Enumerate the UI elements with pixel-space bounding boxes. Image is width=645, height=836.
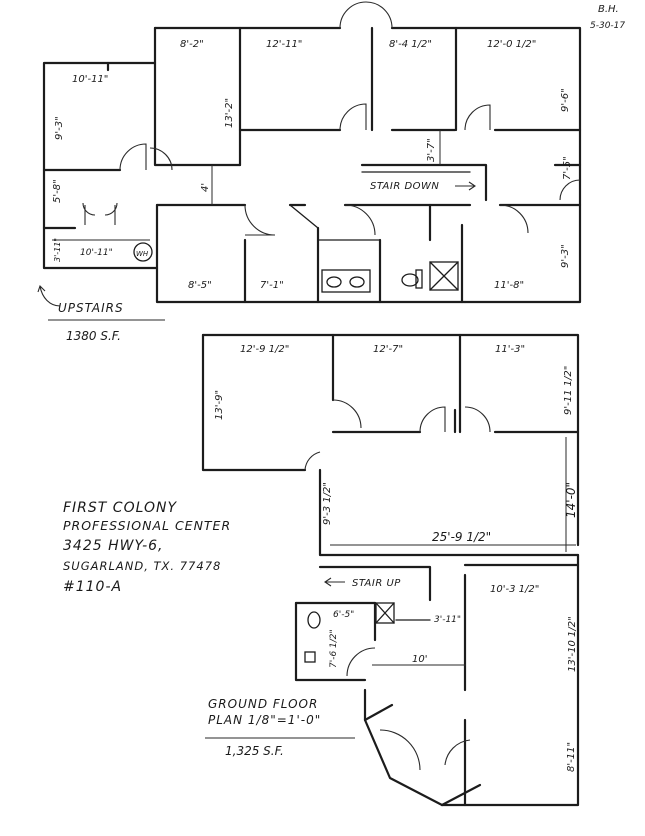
door-swing (346, 647, 376, 677)
door-swing (419, 406, 446, 433)
door-swing (304, 451, 321, 471)
dim-text: 7'-5" (562, 156, 573, 180)
toilet-icon (307, 611, 321, 629)
wall (318, 468, 580, 557)
toilet-tank (415, 269, 423, 289)
plan-label-line1: GROUND FLOOR (208, 697, 318, 711)
address-line: FIRST COLONY (63, 500, 177, 516)
water-heater-symbol (133, 242, 153, 262)
address-line: PROFESSIONAL CENTER (63, 518, 231, 533)
dim-text: 10'-11" (80, 248, 113, 258)
dim-text: 9'-3" (54, 116, 65, 140)
stair-wall (318, 565, 432, 602)
dim-text: 5'-8" (52, 179, 63, 203)
plan-label-line2: PLAN 1/8"=1'-0" (208, 713, 321, 727)
dim-text: 3'-7" (426, 138, 437, 162)
dim-text: 10'-3 1/2" (490, 584, 539, 595)
dim-text: 10' (412, 654, 427, 665)
wall (155, 203, 467, 304)
door-swing (464, 104, 491, 131)
water-heater-label: WH (136, 250, 149, 258)
door-swing (119, 143, 147, 171)
dim-text: 12'-7" (373, 344, 403, 355)
stair-up-label: STAIR UP (352, 578, 401, 589)
dim-text: 9'-3 1/2" (322, 482, 333, 525)
door-swing (379, 729, 421, 771)
wall (289, 204, 319, 229)
door-swing (444, 739, 471, 766)
dim-text: 13'-9" (214, 390, 225, 420)
wall (201, 333, 307, 472)
door-swing (559, 179, 581, 201)
dim-text: 8'-4 1/2" (389, 39, 432, 50)
double-door (82, 202, 118, 225)
dim-text: 3'-11" (434, 615, 461, 625)
door-swing (332, 399, 362, 429)
address-line: SUGARLAND, TX. 77478 (63, 559, 221, 573)
wall (201, 333, 580, 547)
dim-text: 4' (200, 183, 211, 192)
ground-area: 1,325 S.F. (225, 744, 284, 758)
dim-text: 13'-2" (224, 98, 235, 128)
sink-icon (349, 276, 365, 288)
dim-text: 10'-11" (72, 74, 108, 85)
dim-text: 9'-11 1/2" (563, 366, 574, 415)
upstairs-area: 1380 S.F. (66, 329, 121, 343)
dim-text: 7'-6 1/2" (329, 629, 339, 668)
vanity (321, 269, 371, 293)
address-block: FIRST COLONY PROFESSIONAL CENTER 3425 HW… (63, 500, 231, 595)
upstairs-plan: WH 8'-2" 12'-11" 8'-4 1/2" 12'-0 1/2" 10… (37, 1, 582, 343)
dim-text: 12'-11" (266, 39, 302, 50)
dim-text: 3'-11" (53, 238, 62, 262)
ground-floor-plan: 12'-9 1/2" 12'-7" 11'-3" 13'-9" 9'-11 1/… (201, 333, 580, 807)
arrow-left-icon (324, 577, 345, 587)
shower-cross (429, 261, 459, 291)
shower-icon (429, 261, 459, 291)
dim-text: 11'-8" (494, 280, 524, 291)
dim-text: 9'-3" (560, 244, 571, 268)
dim-text: 7'-1" (260, 280, 284, 291)
wall (294, 601, 367, 682)
wall (363, 688, 394, 722)
dim-text: 8'-11" (566, 742, 577, 772)
dim-text: 9'-6" (560, 88, 571, 112)
wall (440, 553, 580, 807)
shower-cross (375, 602, 395, 624)
dim-text: 12'-9 1/2" (240, 344, 289, 355)
dim-text: 11'-3" (495, 344, 525, 355)
dim-text: 8'-5" (188, 280, 212, 291)
stair-wall (360, 163, 488, 202)
wall (363, 718, 444, 807)
curved-arrow-icon (37, 284, 61, 307)
arrow-right-icon (455, 181, 476, 191)
dim-text: 25'-9 1/2" (432, 530, 491, 544)
dim-text: 8'-2" (180, 39, 204, 50)
initials-text: B.H. (598, 4, 619, 15)
door-swing (244, 204, 276, 236)
sink-icon (326, 276, 342, 288)
wall (42, 26, 159, 270)
dim-text: 14'-0" (564, 482, 578, 518)
door-swing (339, 103, 367, 131)
wall (440, 783, 482, 807)
door-swing (464, 406, 491, 433)
door-swing (344, 204, 376, 236)
dim-text: 12'-0 1/2" (487, 39, 536, 50)
address-line: 3425 HWY-6, (63, 538, 163, 554)
dim-text: 6'-5" (333, 610, 354, 620)
dim-text: 13'-10 1/2" (567, 616, 578, 672)
date-text: 5-30-17 (590, 21, 625, 31)
address-line: #110-A (63, 579, 122, 595)
sink-icon (304, 651, 316, 663)
upstairs-label: UPSTAIRS (58, 301, 124, 315)
toilet-icon (401, 273, 419, 287)
door-swing (149, 147, 173, 171)
door-swing (499, 204, 529, 234)
stair-down-label: STAIR DOWN (370, 181, 439, 192)
door-swing (339, 1, 393, 29)
